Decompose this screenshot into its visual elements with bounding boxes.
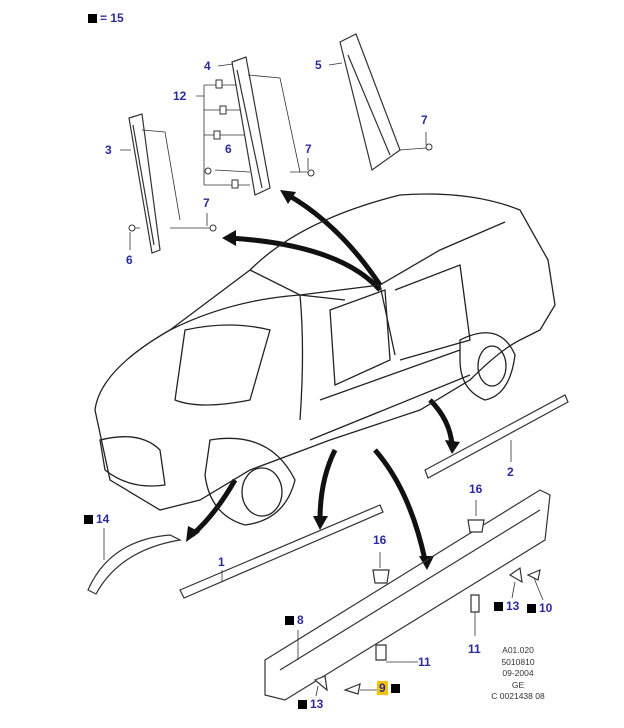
square-marker-icon bbox=[527, 604, 536, 613]
label-9: 9 bbox=[377, 681, 400, 695]
pillar-trim-4 bbox=[231, 56, 271, 196]
wheel-arch-14 bbox=[87, 534, 182, 595]
label-4: 4 bbox=[204, 59, 211, 73]
reference-line: A01.020 bbox=[502, 645, 534, 655]
reference-line: 5010810 bbox=[501, 656, 535, 667]
label-11: 11 bbox=[468, 642, 481, 656]
label-9-text: 9 bbox=[377, 681, 388, 695]
label-10: 10 bbox=[527, 602, 552, 614]
legend: = 15 bbox=[88, 12, 124, 24]
reference-line: C 0021438 08 bbox=[491, 691, 545, 701]
label-1: 1 bbox=[218, 555, 225, 569]
label-7: 7 bbox=[421, 113, 428, 127]
square-marker-icon bbox=[298, 700, 307, 709]
label-7: 7 bbox=[203, 196, 210, 210]
moulding-2 bbox=[424, 394, 569, 479]
label-5: 5 bbox=[315, 58, 322, 72]
pillar-trim-5 bbox=[339, 33, 401, 172]
square-marker-icon bbox=[494, 602, 503, 611]
label-16: 16 bbox=[373, 533, 387, 547]
label-6: 6 bbox=[126, 253, 133, 267]
label-8-text: 8 bbox=[297, 613, 304, 627]
reference-line: 09-2004 bbox=[502, 668, 534, 678]
label-7: 7 bbox=[305, 142, 312, 156]
label-8: 8 bbox=[285, 614, 304, 626]
label-14: 14 bbox=[84, 513, 109, 525]
label-13: 13 bbox=[494, 600, 519, 612]
reference-block: A01.020 5010810 09-2004 GE C 0021438 08 bbox=[478, 645, 558, 703]
label-16: 16 bbox=[469, 482, 483, 496]
label-2: 2 bbox=[507, 465, 514, 479]
label-10-text: 10 bbox=[539, 601, 553, 615]
label-13-text: 13 bbox=[506, 599, 520, 613]
square-marker-icon bbox=[84, 515, 93, 524]
square-marker-icon bbox=[390, 684, 400, 693]
pillar-trim-3 bbox=[128, 113, 161, 254]
reference-line: GE bbox=[511, 679, 525, 690]
moulding-1 bbox=[179, 504, 384, 599]
square-marker-icon bbox=[285, 616, 294, 625]
label-3: 3 bbox=[105, 143, 112, 157]
label-6: 6 bbox=[225, 142, 232, 156]
square-marker-icon bbox=[88, 14, 97, 23]
label-11: 11 bbox=[418, 655, 431, 669]
sill-8 bbox=[264, 489, 551, 701]
legend-text: = 15 bbox=[100, 11, 124, 25]
label-12: 12 bbox=[173, 89, 187, 103]
label-13: 13 bbox=[298, 698, 323, 710]
label-13-text: 13 bbox=[310, 697, 324, 711]
label-14-text: 14 bbox=[96, 512, 110, 526]
